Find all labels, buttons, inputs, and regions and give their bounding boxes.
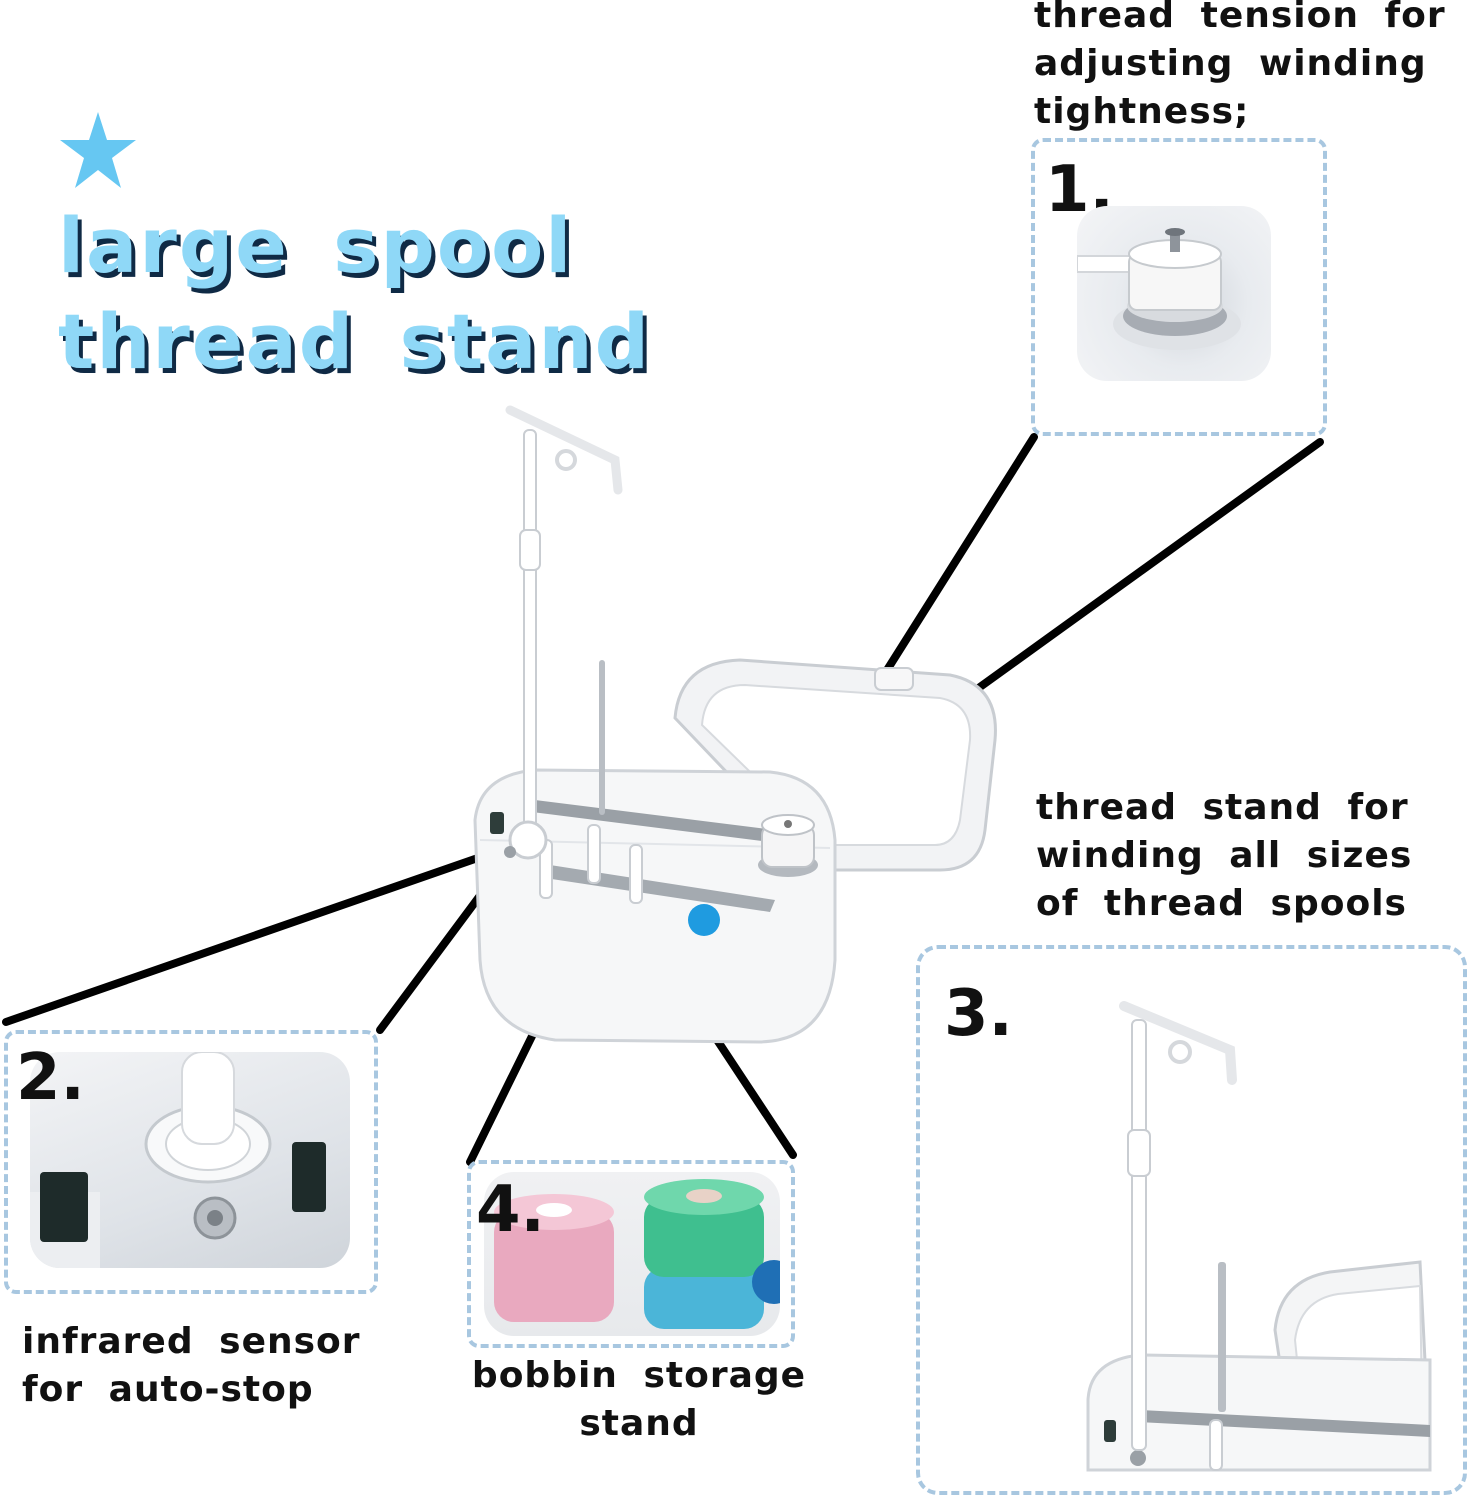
callout-1-box	[1031, 138, 1327, 436]
bobbin-storage-photo	[484, 1172, 780, 1336]
caption-line: of thread spools	[1036, 883, 1407, 924]
callout-4-caption: bobbin storage stand	[460, 1352, 818, 1448]
callout-2-caption: infrared sensor for auto-stop	[22, 1318, 361, 1414]
caption-line: infrared sensor	[22, 1321, 361, 1362]
caption-line: adjusting winding	[1034, 43, 1427, 84]
caption-line: thread tension for	[1034, 0, 1446, 36]
headline-line-2: thread stand	[58, 297, 651, 386]
bobbins-icon	[494, 1179, 780, 1329]
callout-4-box	[467, 1160, 795, 1348]
caption-line: stand	[579, 1403, 699, 1444]
callout-1-caption: thread tension for adjusting winding tig…	[1034, 0, 1446, 136]
caption-line: tightness;	[1034, 91, 1250, 132]
callout-3-number: 3.	[944, 977, 1013, 1051]
caption-line: winding all sizes	[1036, 835, 1413, 876]
star-icon	[60, 112, 136, 188]
infrared-sensor-photo	[30, 1052, 350, 1268]
caption-line: bobbin storage	[471, 1355, 807, 1396]
tension-knob-icon	[1077, 228, 1241, 350]
sensor-icon	[30, 1052, 326, 1268]
callout-4-number: 4.	[476, 1173, 545, 1247]
caption-line: for auto-stop	[22, 1369, 314, 1410]
caption-line: thread stand for	[1036, 787, 1409, 828]
thread-stand-illustration	[1086, 1001, 1432, 1472]
callout-2-number: 2.	[16, 1041, 85, 1115]
headline-line-1: large spool	[58, 201, 574, 290]
callout-3-box	[916, 945, 1467, 1495]
callout-2-box	[4, 1030, 378, 1294]
thread-tension-photo	[1077, 206, 1271, 381]
callout-3-caption: thread stand for winding all sizes of th…	[1036, 784, 1412, 928]
headline: large spool thread stand	[58, 198, 651, 390]
bobbin-winder-illustration	[473, 405, 997, 1044]
